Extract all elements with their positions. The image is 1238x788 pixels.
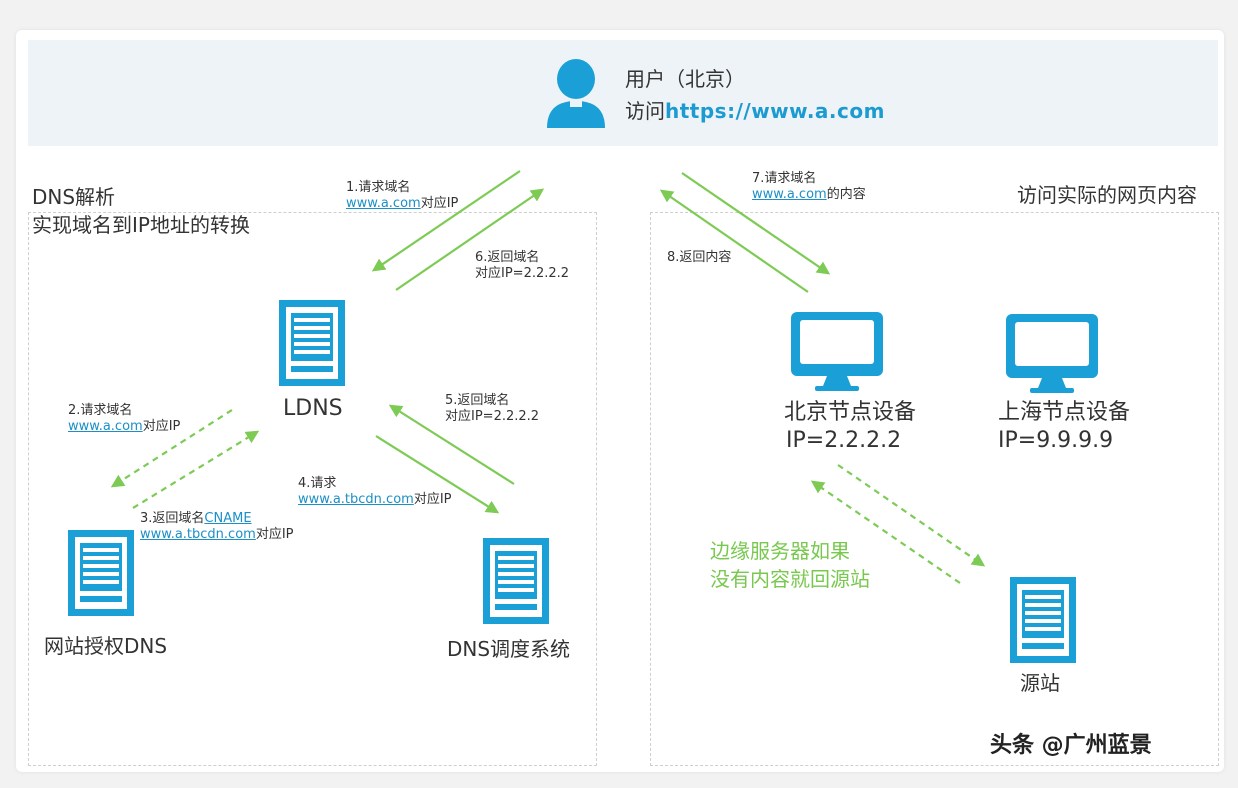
step3-label: 3.返回域名CNAME www.a.tbcdn.com对应IP — [140, 511, 294, 543]
origin-label: 源站 — [1020, 671, 1060, 695]
content-panel — [650, 212, 1219, 766]
step1-suffix: 对应IP — [420, 196, 459, 211]
step3-title: 3.返回域名CNAME — [140, 511, 294, 527]
step3-suffix: 对应IP — [255, 527, 294, 542]
step4-link[interactable]: www.a.tbcdn.com — [298, 492, 414, 507]
step6-detail: 对应IP=2.2.2.2 — [475, 266, 570, 281]
step2-link[interactable]: www.a.com — [68, 419, 143, 434]
step4-label: 4.请求 www.a.tbcdn.com对应IP — [298, 476, 452, 508]
visit-prefix: 访问 — [625, 99, 665, 123]
step2-suffix: 对应IP — [142, 419, 181, 434]
dns-panel-subtitle: 实现域名到IP地址的转换 — [32, 213, 250, 237]
step7-link[interactable]: www.a.com — [752, 187, 827, 202]
step7-title: 7.请求域名 — [752, 171, 817, 186]
step1-label: 1.请求域名 www.a.com对应IP — [346, 180, 458, 212]
step5-detail: 对应IP=2.2.2.2 — [445, 409, 540, 424]
shanghai-node-name: 上海节点设备 — [998, 400, 1131, 425]
watermark: 头条 @广州蓝景 — [990, 733, 1152, 758]
step7-label: 7.请求域名 www.a.com的内容 — [752, 171, 866, 203]
ldns-label: LDNS — [283, 396, 343, 421]
step3-cname-link[interactable]: CNAME — [204, 511, 252, 526]
dns-sched-label: DNS调度系统 — [447, 637, 571, 661]
step4-title: 4.请求 — [298, 476, 337, 491]
step3-link[interactable]: www.a.tbcdn.com — [140, 527, 256, 542]
step5-label: 5.返回域名 对应IP=2.2.2.2 — [445, 393, 539, 425]
step7-detail: www.a.com的内容 — [752, 187, 866, 203]
step8-label: 8.返回内容 — [667, 250, 732, 265]
step4-detail: www.a.tbcdn.com对应IP — [298, 492, 452, 508]
user-header-band — [28, 40, 1218, 146]
step5-title: 5.返回域名 — [445, 393, 510, 408]
step1-title: 1.请求域名 — [346, 180, 411, 195]
dns-panel-title: DNS解析 — [32, 185, 116, 209]
shanghai-node-ip: IP=9.9.9.9 — [998, 428, 1114, 453]
edge-note: 边缘服务器如果 没有内容就回源站 — [710, 537, 870, 593]
user-location: 用户（北京） — [625, 67, 745, 91]
edge-note-line2: 没有内容就回源站 — [710, 567, 870, 591]
beijing-node-name: 北京节点设备 — [784, 400, 917, 425]
user-visit-line: 访问https://www.a.com — [625, 99, 885, 123]
step1-link[interactable]: www.a.com — [346, 196, 421, 211]
visit-url[interactable]: https://www.a.com — [665, 99, 885, 123]
step4-suffix: 对应IP — [413, 492, 452, 507]
step6-label: 6.返回域名 对应IP=2.2.2.2 — [475, 250, 569, 282]
auth-dns-label: 网站授权DNS — [44, 634, 168, 658]
step1-detail: www.a.com对应IP — [346, 196, 458, 212]
content-panel-title: 访问实际的网页内容 — [1017, 183, 1197, 207]
dns-panel — [28, 212, 597, 766]
step2-label: 2.请求域名 www.a.com对应IP — [68, 403, 180, 435]
step7-suffix: 的内容 — [826, 187, 866, 202]
beijing-node-ip: IP=2.2.2.2 — [786, 428, 902, 453]
step6-title: 6.返回域名 — [475, 250, 540, 265]
step2-detail: www.a.com对应IP — [68, 419, 180, 435]
edge-note-line1: 边缘服务器如果 — [710, 539, 850, 563]
step2-title: 2.请求域名 — [68, 403, 133, 418]
step3-title-prefix: 3.返回域名 — [140, 511, 205, 526]
step3-detail: www.a.tbcdn.com对应IP — [140, 527, 294, 543]
